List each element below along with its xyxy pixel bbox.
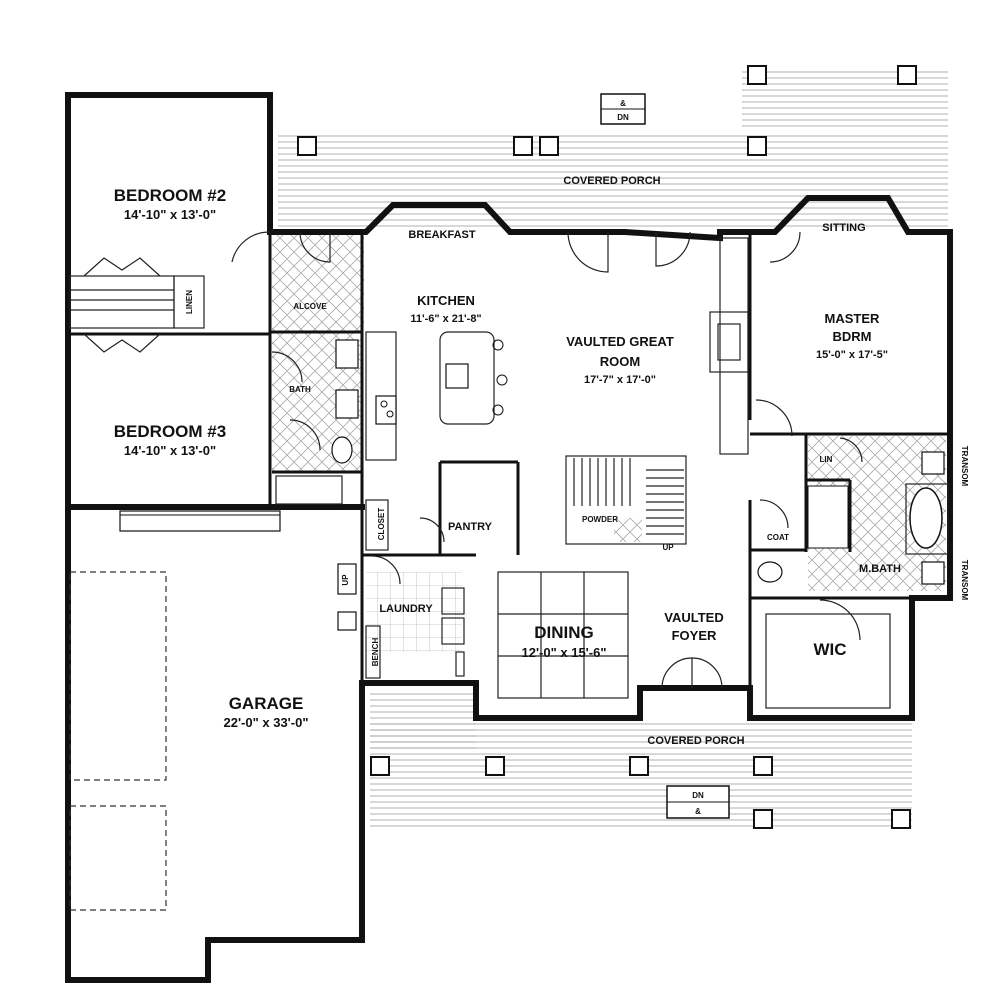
garage-name: GARAGE: [229, 694, 304, 713]
dining-name: DINING: [534, 623, 594, 642]
master-line2: BDRM: [833, 329, 872, 344]
exterior-walls: [65, 92, 953, 983]
great-room-dim: 17'-7" x 17'-0": [584, 374, 656, 386]
bath-fixtures: [275, 339, 849, 583]
dining-dim: 12'-0" x 15'-6": [521, 645, 606, 660]
wic-shelves: [765, 613, 891, 709]
bedroom3-name: BEDROOM #3: [114, 422, 226, 441]
mbath-name: M.BATH: [859, 563, 901, 575]
bedroom2-name: BEDROOM #2: [114, 186, 226, 205]
garage-doors: [69, 510, 281, 911]
fireplace: [709, 237, 749, 455]
closet-name: CLOSET: [377, 508, 386, 541]
garage-dim: 22'-0" x 33'-0": [223, 715, 308, 730]
wic-name: WIC: [813, 640, 846, 659]
kitchen-name: KITCHEN: [417, 293, 475, 308]
step-top-b: DN: [617, 113, 629, 122]
bedroom2-dim: 14'-10" x 13'-0": [124, 207, 216, 222]
great-room-line1: VAULTED GREAT: [566, 334, 674, 349]
porch-posts: [297, 65, 917, 829]
bottom-porch-decking: [370, 693, 912, 827]
great-room-line2: ROOM: [600, 354, 640, 369]
alcove-name: ALCOVE: [293, 302, 327, 311]
foyer-line2: FOYER: [672, 628, 717, 643]
bedroom-closets: [69, 257, 205, 353]
floor-tile-areas: [272, 232, 946, 652]
porch-steps-top: [600, 93, 646, 125]
master-dim: 15'-0" x 17'-5": [816, 349, 888, 361]
transom-bottom-name: TRANSOM: [960, 560, 969, 601]
stairs: [565, 455, 687, 545]
step-bottom-b: &: [695, 807, 701, 816]
master-line1: MASTER: [825, 311, 881, 326]
powder-name: POWDER: [582, 515, 618, 524]
bedroom3-dim: 14'-10" x 13'-0": [124, 443, 216, 458]
porch-bottom-name: COVERED PORCH: [647, 735, 744, 747]
laundry-name: LAUNDRY: [379, 603, 433, 615]
kitchen-dim: 11'-6" x 21'-8": [410, 313, 481, 325]
up-name: UP: [662, 543, 674, 552]
lin-name: LIN: [820, 455, 833, 464]
coat-name: COAT: [767, 533, 789, 542]
laundry-appliances: [337, 499, 465, 679]
transom-top-name: TRANSOM: [960, 446, 969, 487]
bath-name: BATH: [289, 385, 311, 394]
room-labels: BEDROOM #2 14'-10" x 13'-0" BEDROOM #3 1…: [114, 99, 969, 816]
porch-steps-bottom: [666, 785, 730, 819]
sitting-name: SITTING: [822, 222, 865, 234]
dining-table: [497, 571, 629, 699]
pantry-name: PANTRY: [448, 521, 493, 533]
linen-name: LINEN: [185, 290, 194, 314]
master-tub: [905, 451, 949, 585]
step-top-a: &: [620, 99, 626, 108]
foyer-line1: VAULTED: [664, 610, 723, 625]
top-porch-decking: [278, 71, 948, 227]
up-small-name: UP: [341, 574, 350, 586]
door-swings: [231, 231, 863, 689]
porch-top-name: COVERED PORCH: [563, 175, 660, 187]
bench-name: BENCH: [371, 638, 380, 667]
breakfast-name: BREAKFAST: [408, 229, 476, 241]
kitchen-counters: [365, 331, 508, 461]
step-bottom-a: DN: [692, 791, 704, 800]
interior-walls: [268, 232, 950, 688]
